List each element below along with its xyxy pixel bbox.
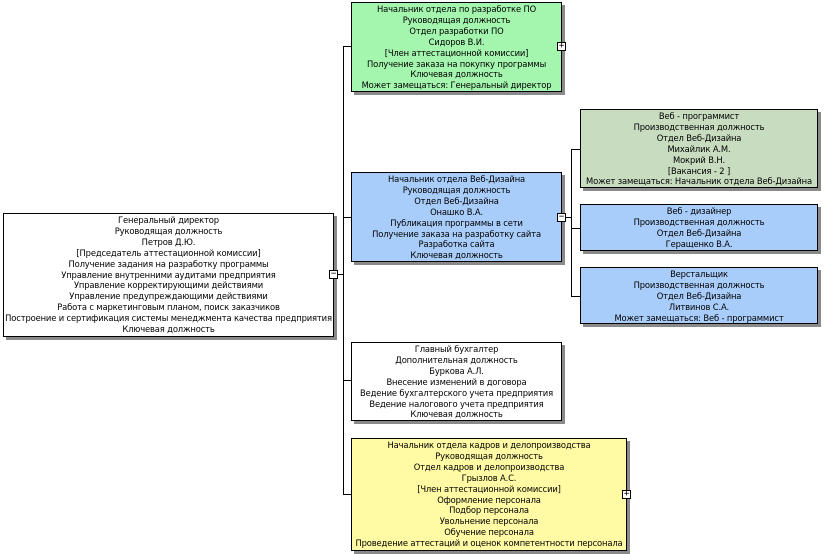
node-line: Генеральный директор xyxy=(118,215,219,225)
node-line: Разработка сайта xyxy=(418,239,495,250)
node-line: Ведение налогового учета предприятия xyxy=(369,398,544,409)
connector-accountant xyxy=(343,380,351,381)
node-line: Управление корректирующими действиями xyxy=(73,280,264,291)
node-line: Онашко В.А. xyxy=(430,206,483,217)
expand-toggle-hr-head[interactable]: + xyxy=(622,489,631,499)
node-line: Михайлик А.М. xyxy=(667,143,731,154)
node-line: Отдел Веб-Дизайна xyxy=(656,290,742,301)
node-line: Отдел Веб-Дизайна xyxy=(414,195,499,206)
node-line: Отдел кадров и делопроизводства xyxy=(413,461,565,472)
node-line: Отдел Веб-Дизайна xyxy=(656,132,742,143)
node-line: Управление внутренними аудитами предприя… xyxy=(61,269,276,280)
node-line: [Вакансия - 2 ] xyxy=(667,165,731,176)
node-line: Ключевая должность xyxy=(122,324,215,335)
connector-web-children xyxy=(571,149,572,297)
node-line: Публикация программы в сети xyxy=(390,217,523,228)
node-line: Руководящая должность xyxy=(402,184,511,195)
node-line: Подбор персонала xyxy=(449,505,529,516)
node-line: Управление предупреждающими действиями xyxy=(69,291,268,302)
node-line: Дополнительная должность xyxy=(395,354,518,365)
connector-web-programmer xyxy=(571,149,580,150)
node-line: Буркова А.Л. xyxy=(429,365,484,376)
node-line: Ключевая должность xyxy=(410,409,503,420)
connector-web-designer xyxy=(571,228,580,229)
node-line: Начальник отдела кадров и делопроизводст… xyxy=(387,440,591,450)
node-line: Обучение персонала xyxy=(444,527,534,538)
node-line: Литвинов С.А. xyxy=(668,301,730,312)
node-line: Построение и сертификация системы менедж… xyxy=(5,313,332,324)
node-line: Производственная должность xyxy=(633,121,765,132)
connector-web xyxy=(343,217,351,218)
connector-web-trunk xyxy=(566,217,572,218)
node-line: Геращенко В.А. xyxy=(665,238,733,249)
node-line: Производственная должность xyxy=(633,279,765,290)
node-line: Верстальщик xyxy=(670,269,728,279)
node-line: Может замещаться: Генеральный директор xyxy=(361,80,552,91)
node-line: [Председатель аттестационной комиссии] xyxy=(76,247,261,258)
connector-hr xyxy=(343,494,351,495)
node-line: Отдел Веб-Дизайна xyxy=(656,227,742,238)
node-line: Получение заказа на покупку программы xyxy=(366,58,547,69)
node-hr-head[interactable]: Начальник отдела кадров и делопроизводст… xyxy=(351,438,627,551)
node-line: [Член аттестационной комиссии] xyxy=(417,483,561,494)
node-line: Петров Д.Ю. xyxy=(141,236,196,247)
node-line: Оформление персонала xyxy=(437,494,541,505)
node-line: Веб - программист xyxy=(658,111,740,121)
node-line: [Член аттестационной комиссии] xyxy=(384,47,529,58)
collapse-toggle-general-director[interactable]: − xyxy=(329,269,338,279)
node-line: Руководящая должность xyxy=(435,450,543,461)
node-line: Веб - дизайнер xyxy=(666,206,732,216)
node-line: Увольнение персонала xyxy=(439,516,539,527)
node-line: Работа с маркетинговым планом, поиск зак… xyxy=(57,302,280,313)
node-line: Руководящая должность xyxy=(114,225,223,236)
node-line: Ведение бухгалтерского учета предприятия xyxy=(360,387,553,398)
node-line: Сидоров В.И. xyxy=(428,36,485,47)
node-line: Отдел разработки ПО xyxy=(409,25,504,36)
node-line: Главный бухгалтер xyxy=(414,344,499,354)
node-line: Может замещаться: Веб - программист xyxy=(614,312,784,323)
node-line: Начальник отдела по разработке ПО xyxy=(376,4,537,14)
node-line: Получение задания на разработку программ… xyxy=(68,258,269,269)
connector-root-trunk xyxy=(338,274,344,275)
node-line: Внесение изменений в договора xyxy=(386,376,527,387)
node-line: Начальник отдела Веб-Дизайна xyxy=(387,174,526,184)
node-line: Проведение аттестаций и оценок компетент… xyxy=(355,538,623,549)
node-line: Ключевая должность xyxy=(410,250,503,261)
collapse-toggle-web-design-head[interactable]: − xyxy=(557,212,566,222)
connector-main-trunk xyxy=(343,46,344,495)
node-line: Ключевая должность xyxy=(410,69,503,80)
node-line: Руководящая должность xyxy=(402,14,511,25)
connector-software xyxy=(343,46,351,47)
node-line: Получение заказа на разработку сайта xyxy=(372,228,541,239)
node-line: Мокрий В.Н. xyxy=(673,154,725,165)
node-line: Грызлов А.С. xyxy=(461,472,517,483)
connector-layout-designer xyxy=(571,296,580,297)
node-line: Может замещаться: Начальник отдела Веб-Д… xyxy=(586,176,812,187)
node-line: Производственная должность xyxy=(633,216,765,227)
expand-toggle-software-head[interactable]: + xyxy=(557,41,566,51)
